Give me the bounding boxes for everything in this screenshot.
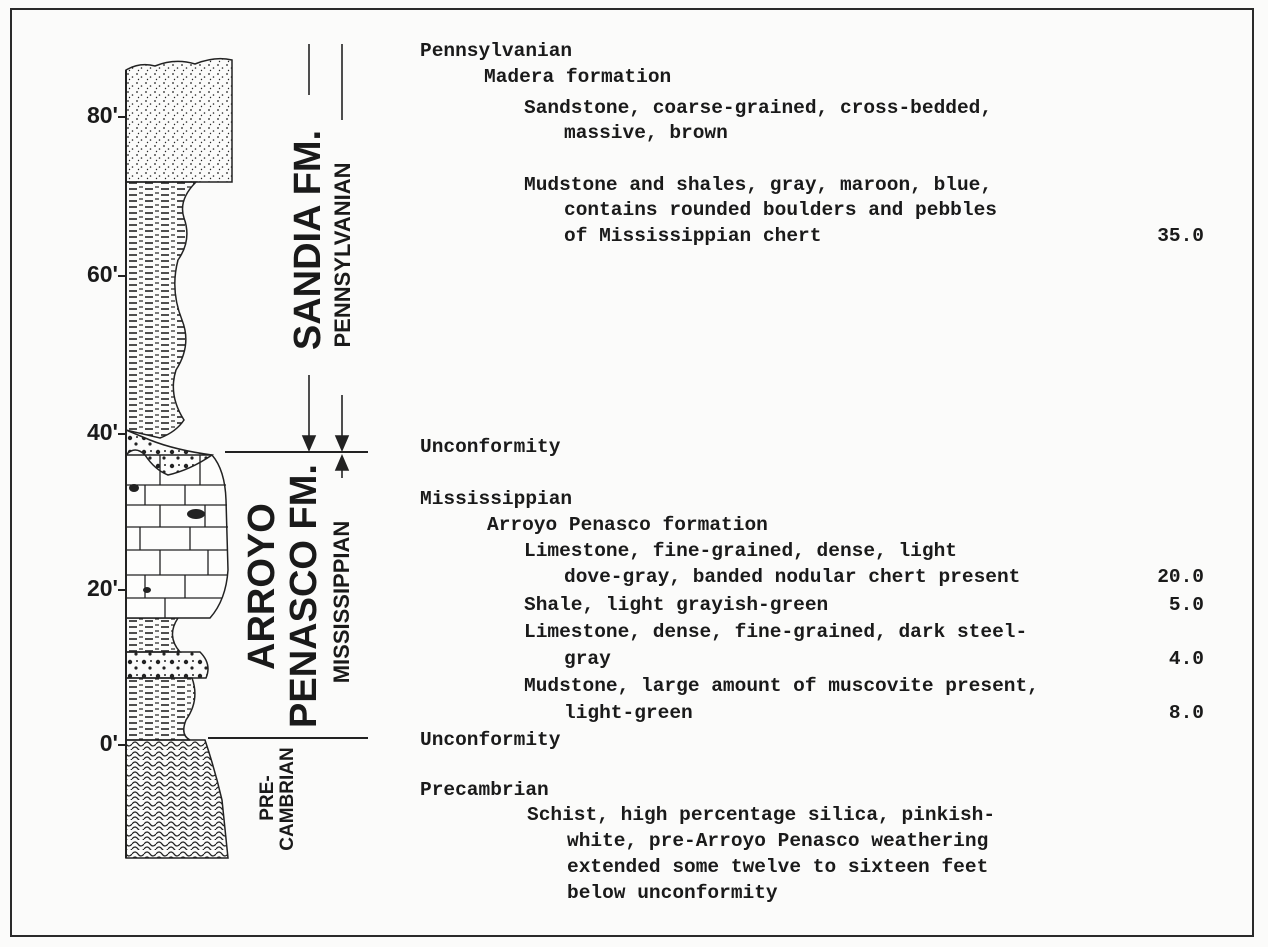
shale-desc: Shale, light grayish-green: [524, 596, 828, 616]
depth-label-20: 20': [70, 577, 118, 600]
mudstone-b-thickness: 8.0: [1169, 704, 1204, 724]
unconformity-lower-text: Unconformity: [420, 731, 560, 751]
pennsylvanian-label: PENNSYLVANIAN: [331, 135, 355, 375]
madera-mudstone-unit: [126, 182, 196, 438]
arroyo-formation-heading: Arroyo Penasco formation: [487, 516, 768, 536]
mudstone-desc-1: Mudstone and shales, gray, maroon, blue,: [524, 176, 992, 196]
mudstone-thickness: 35.0: [1157, 227, 1204, 247]
mudstone-desc-2: contains rounded boulders and pebbles: [564, 201, 997, 221]
precambrian-label-line1: PRE-: [257, 748, 279, 848]
depth-label-80: 80': [70, 104, 118, 127]
sandstone-desc-1: Sandstone, coarse-grained, cross-bedded,: [524, 99, 992, 119]
period-precambrian: Precambrian: [420, 781, 549, 801]
period-mississippian: Mississippian: [420, 490, 572, 510]
mudstone-desc-3: of Mississippian chert: [564, 227, 821, 247]
depth-label-40: 40': [70, 421, 118, 444]
unconformity-upper-text: Unconformity: [420, 438, 560, 458]
depth-label-60: 60': [70, 263, 118, 286]
schist-desc-1: Schist, high percentage silica, pinkish-: [527, 806, 995, 826]
mississippian-label: MISSISSIPPIAN: [330, 510, 354, 694]
madera-formation-heading: Madera formation: [484, 68, 671, 88]
shale-unit: [126, 618, 180, 652]
mudstone-b-desc-2: light-green: [564, 704, 693, 724]
limestone-a-thickness: 20.0: [1157, 568, 1204, 588]
shale-thickness: 5.0: [1169, 596, 1204, 616]
sandia-formation-label: SANDIA FM.: [288, 95, 328, 385]
dark-limestone-unit: [126, 652, 208, 678]
arroyo-label: ARROYO: [242, 520, 282, 670]
schist-desc-4: below unconformity: [567, 884, 778, 904]
mudstone-unit: [126, 678, 195, 740]
depth-ticks: [118, 117, 126, 745]
schist-desc-3: extended some twelve to sixteen feet: [567, 858, 988, 878]
schist-desc-2: white, pre-Arroyo Penasco weathering: [567, 832, 988, 852]
limestone-b-thickness: 4.0: [1169, 650, 1204, 670]
sandstone-unit: [126, 59, 232, 182]
depth-label-0: 0': [70, 732, 118, 755]
limestone-a-desc-2: dove-gray, banded nodular chert present: [564, 568, 1020, 588]
limestone-unit: [126, 455, 228, 618]
period-pennsylvanian: Pennsylvanian: [420, 42, 572, 62]
limestone-b-desc-2: gray: [564, 650, 611, 670]
mudstone-b-desc-1: Mudstone, large amount of muscovite pres…: [524, 677, 1039, 697]
precambrian-label-line2: CAMBRIAN: [277, 729, 299, 869]
precambrian-schist-unit: [126, 740, 228, 858]
penasco-formation-label: PENASCO FM.: [284, 446, 324, 746]
sandstone-desc-2: massive, brown: [564, 124, 728, 144]
limestone-a-desc-1: Limestone, fine-grained, dense, light: [524, 542, 957, 562]
limestone-b-desc-1: Limestone, dense, fine-grained, dark ste…: [524, 623, 1027, 643]
